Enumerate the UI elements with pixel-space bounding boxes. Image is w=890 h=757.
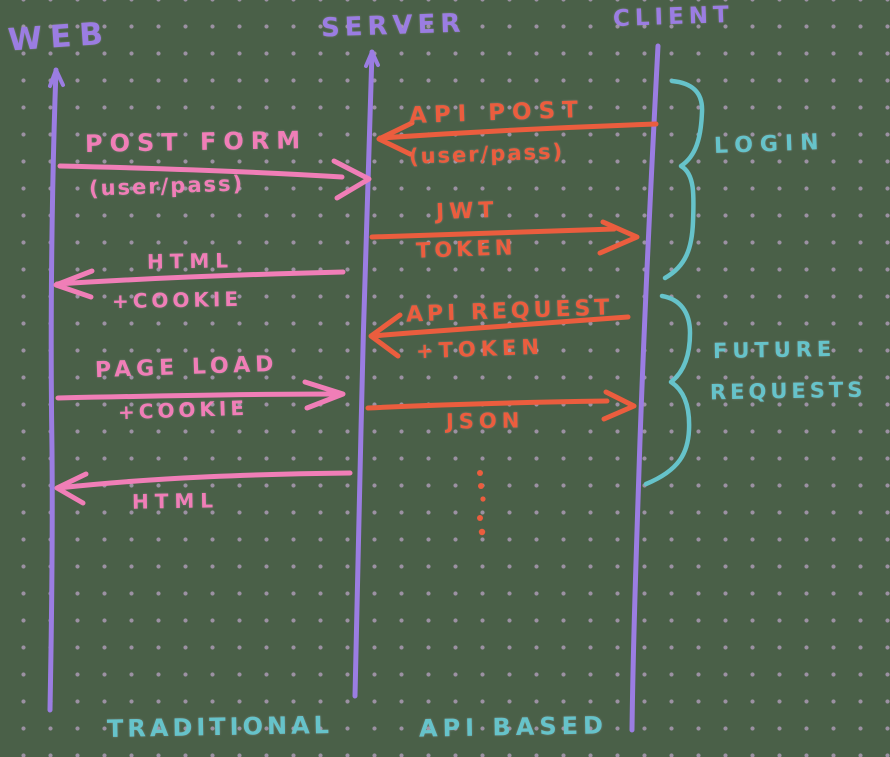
future-requests-brace-icon [643,293,693,487]
json-message-label: JSON [445,408,525,434]
html-arrow [54,470,353,506]
login-group-label: LOGIN [713,130,826,159]
html-message-label: HTML [131,488,220,514]
html-cookie-arrow [53,268,346,300]
api-request-arrow [368,312,631,359]
api-request-message-detail: +TOKEN [415,334,545,364]
jwt-token-arrow [369,219,640,256]
jwt-token-message-detail: TOKEN [415,235,517,263]
traditional-column-footer: TRADITIONAL [106,711,334,743]
html-cookie-message-detail: +COOKIE [111,286,243,314]
web-lifeline-label: WEB [6,15,113,59]
page-load-arrow [55,379,346,411]
ellipsis-icon [477,470,486,536]
future-requests-group-label-line1: FUTURE [712,336,837,364]
api-post-arrow [376,120,659,157]
future-requests-group-label-line2: REQUESTS [709,377,867,405]
server-lifeline-label: SERVER [320,8,466,44]
api-post-message-detail: (user/pass) [408,139,565,169]
html-cookie-message-label: HTML [146,248,235,274]
server-lifeline [352,49,380,699]
post-form-arrow [57,158,372,201]
api-based-column-footer: API BASED [418,711,609,743]
page-load-message-detail: +COOKIE [117,395,249,425]
login-brace-icon [662,78,705,281]
post-form-message-label: POST FORM [84,126,308,158]
client-lifeline [629,43,661,733]
api-post-message-label: API POST [408,96,586,130]
jwt-token-message-label: JWT [435,197,499,226]
web-lifeline [47,67,65,713]
json-arrow [365,389,637,422]
client-lifeline-label: CLIENT [612,1,735,33]
post-form-message-detail: (user/pass) [88,171,245,201]
